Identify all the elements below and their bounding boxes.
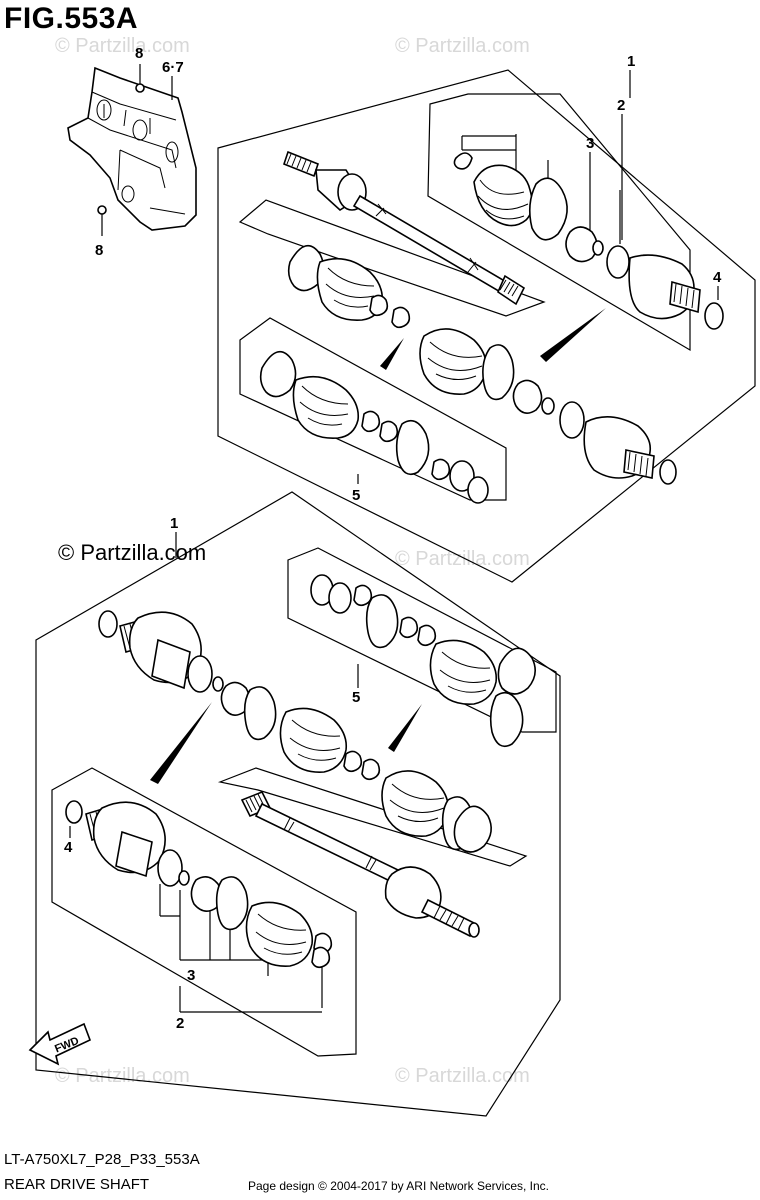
bolt-bottom (97, 205, 107, 236)
svg-text:© Partzilla.com: © Partzilla.com (395, 548, 530, 570)
callout-2-upper: 2 (617, 97, 625, 114)
svg-text:© Partzilla.com: © Partzilla.com (395, 1065, 530, 1087)
fwd-direction-arrow: FWD (28, 1022, 92, 1066)
callout-4-lower: 4 (64, 839, 73, 856)
copyright-mark: © Partzilla.com (58, 540, 207, 565)
shaft-guard-bracket (67, 66, 197, 231)
upper-kit-5-parts (259, 350, 489, 504)
upper-arrow-left (380, 338, 404, 370)
callout-1-lower: 1 (170, 515, 178, 532)
callout-4-upper: 4 (713, 269, 722, 286)
callout-3-upper: 3 (586, 135, 594, 152)
upper-drive-shaft (283, 150, 526, 306)
bolt-top (135, 64, 145, 93)
upper-arrow-right (540, 308, 606, 362)
svg-text:© Partzilla.com: © Partzilla.com (395, 35, 530, 57)
watermark-layer: © Partzilla.com © Partzilla.com © Partzi… (55, 35, 530, 1087)
callout-8-top: 8 (135, 45, 143, 62)
lower-assembly-frame (35, 491, 561, 1117)
callout-3-lower: 3 (187, 967, 195, 984)
callout-6-7: 6·7 (162, 59, 184, 76)
lower-drive-shaft (240, 790, 480, 938)
lower-arrow-left (150, 702, 212, 784)
lower-arrow-right (388, 704, 422, 752)
figure-title: FIG.553A (4, 2, 139, 35)
upper-inner-boot-parts (287, 244, 677, 485)
callout-1-upper: 1 (627, 53, 635, 70)
lower-kit-2-parts (65, 800, 333, 969)
callout-5-upper: 5 (352, 487, 360, 504)
upper-kit-2-parts (453, 152, 724, 330)
model-code: LT-A750XL7_P28_P33_553A (4, 1151, 200, 1168)
svg-text:© Partzilla.com: © Partzilla.com (55, 35, 190, 57)
svg-text:© Partzilla.com: © Partzilla.com (55, 1065, 190, 1087)
page-credit: Page design © 2004-2017 by ARI Network S… (248, 1179, 550, 1193)
upper-assembly-frame (217, 69, 756, 583)
lower-center-parts (98, 610, 492, 853)
lower-kit-5-parts (310, 574, 536, 748)
callout-5-lower: 5 (352, 689, 360, 706)
callout-2-lower: 2 (176, 1015, 184, 1032)
diagram-name: REAR DRIVE SHAFT (4, 1176, 150, 1193)
callout-8-bottom: 8 (95, 242, 103, 259)
